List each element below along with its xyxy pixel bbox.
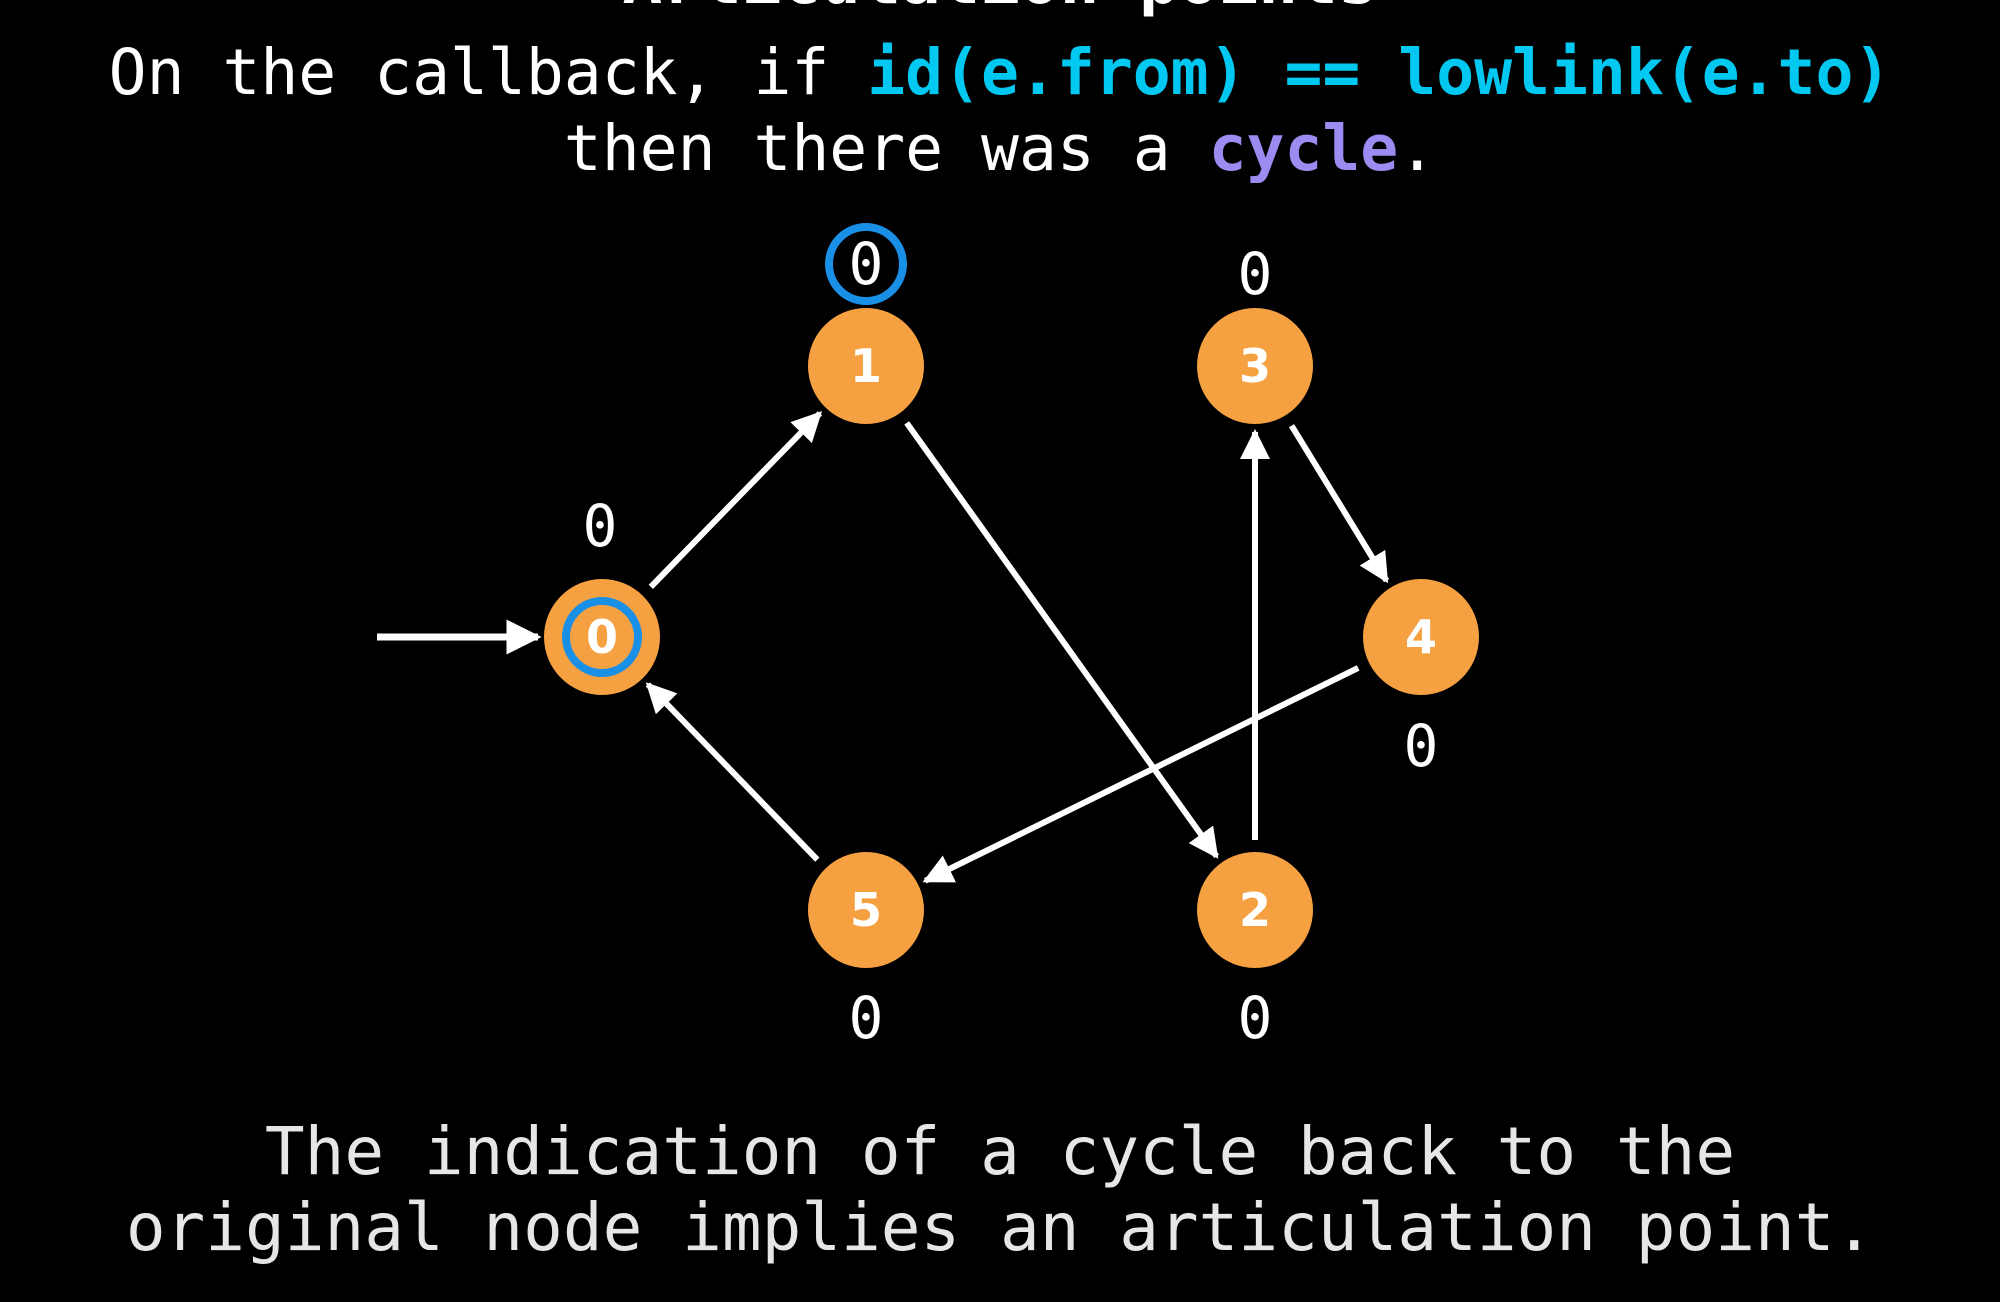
lowlink-5: 0 bbox=[849, 984, 884, 1052]
lowlink-highlight-ring bbox=[825, 223, 907, 305]
edge-4-5 bbox=[922, 665, 1360, 884]
lowlink-value: 0 bbox=[1238, 984, 1273, 1052]
node-circle bbox=[1197, 852, 1313, 968]
node-label: 4 bbox=[1405, 610, 1437, 664]
lowlink-3: 0 bbox=[1238, 240, 1273, 308]
nodes: 0 1 2 3 4 5 bbox=[544, 308, 1479, 968]
node-circle bbox=[1363, 579, 1479, 695]
node-circle bbox=[808, 308, 924, 424]
subtitle-text: On the callback, if bbox=[108, 36, 868, 109]
footer-line-1: The indication of a cycle back to the bbox=[264, 1113, 1736, 1190]
subtitle-line-2: then there was a cycle. bbox=[0, 110, 2000, 188]
node-2: 2 bbox=[1197, 852, 1313, 968]
lowlink-value: 0 bbox=[1404, 712, 1439, 780]
edges bbox=[377, 411, 1390, 884]
node-4: 4 bbox=[1363, 579, 1479, 695]
node-circle bbox=[544, 579, 660, 695]
cycle-keyword: cycle bbox=[1208, 112, 1399, 185]
edge-0-1 bbox=[648, 411, 823, 589]
lowlink-4: 0 bbox=[1404, 712, 1439, 780]
lowlink-value: 0 bbox=[849, 230, 884, 298]
node-label: 3 bbox=[1239, 339, 1271, 393]
node-1: 1 bbox=[808, 308, 924, 424]
lowlink-0: 0 bbox=[583, 492, 618, 560]
node-label: 2 bbox=[1239, 883, 1271, 937]
lowlink-2: 0 bbox=[1238, 984, 1273, 1052]
slide-title: Articulation points bbox=[0, 0, 2000, 14]
node-circle bbox=[808, 852, 924, 968]
node-0: 0 bbox=[544, 579, 660, 695]
node-label: 5 bbox=[850, 883, 882, 937]
lowlink-value: 0 bbox=[583, 492, 618, 560]
node-3: 3 bbox=[1197, 308, 1313, 424]
subtitle-period: . bbox=[1398, 112, 1437, 185]
node-highlight-ring bbox=[562, 597, 642, 677]
node-5: 5 bbox=[808, 852, 924, 968]
lowlink-condition-code: id(e.from) == lowlink(e.to) bbox=[867, 36, 1892, 109]
lowlink-value: 0 bbox=[1238, 240, 1273, 308]
lowlink-values: 0 0 0 0 0 0 bbox=[583, 223, 1439, 1052]
lowlink-1: 0 bbox=[825, 223, 907, 305]
edge-1-2 bbox=[904, 421, 1220, 859]
lowlink-value: 0 bbox=[849, 984, 884, 1052]
node-label: 1 bbox=[850, 339, 882, 393]
subtitle-text: then there was a bbox=[563, 112, 1209, 185]
footer-line-2: original node implies an articulation po… bbox=[125, 1189, 1875, 1266]
subtitle-line-1: On the callback, if id(e.from) == lowlin… bbox=[0, 34, 2000, 112]
edge-5-0 bbox=[645, 682, 820, 862]
node-label: 0 bbox=[586, 610, 618, 664]
edge-3-4 bbox=[1289, 424, 1390, 584]
node-circle bbox=[1197, 308, 1313, 424]
